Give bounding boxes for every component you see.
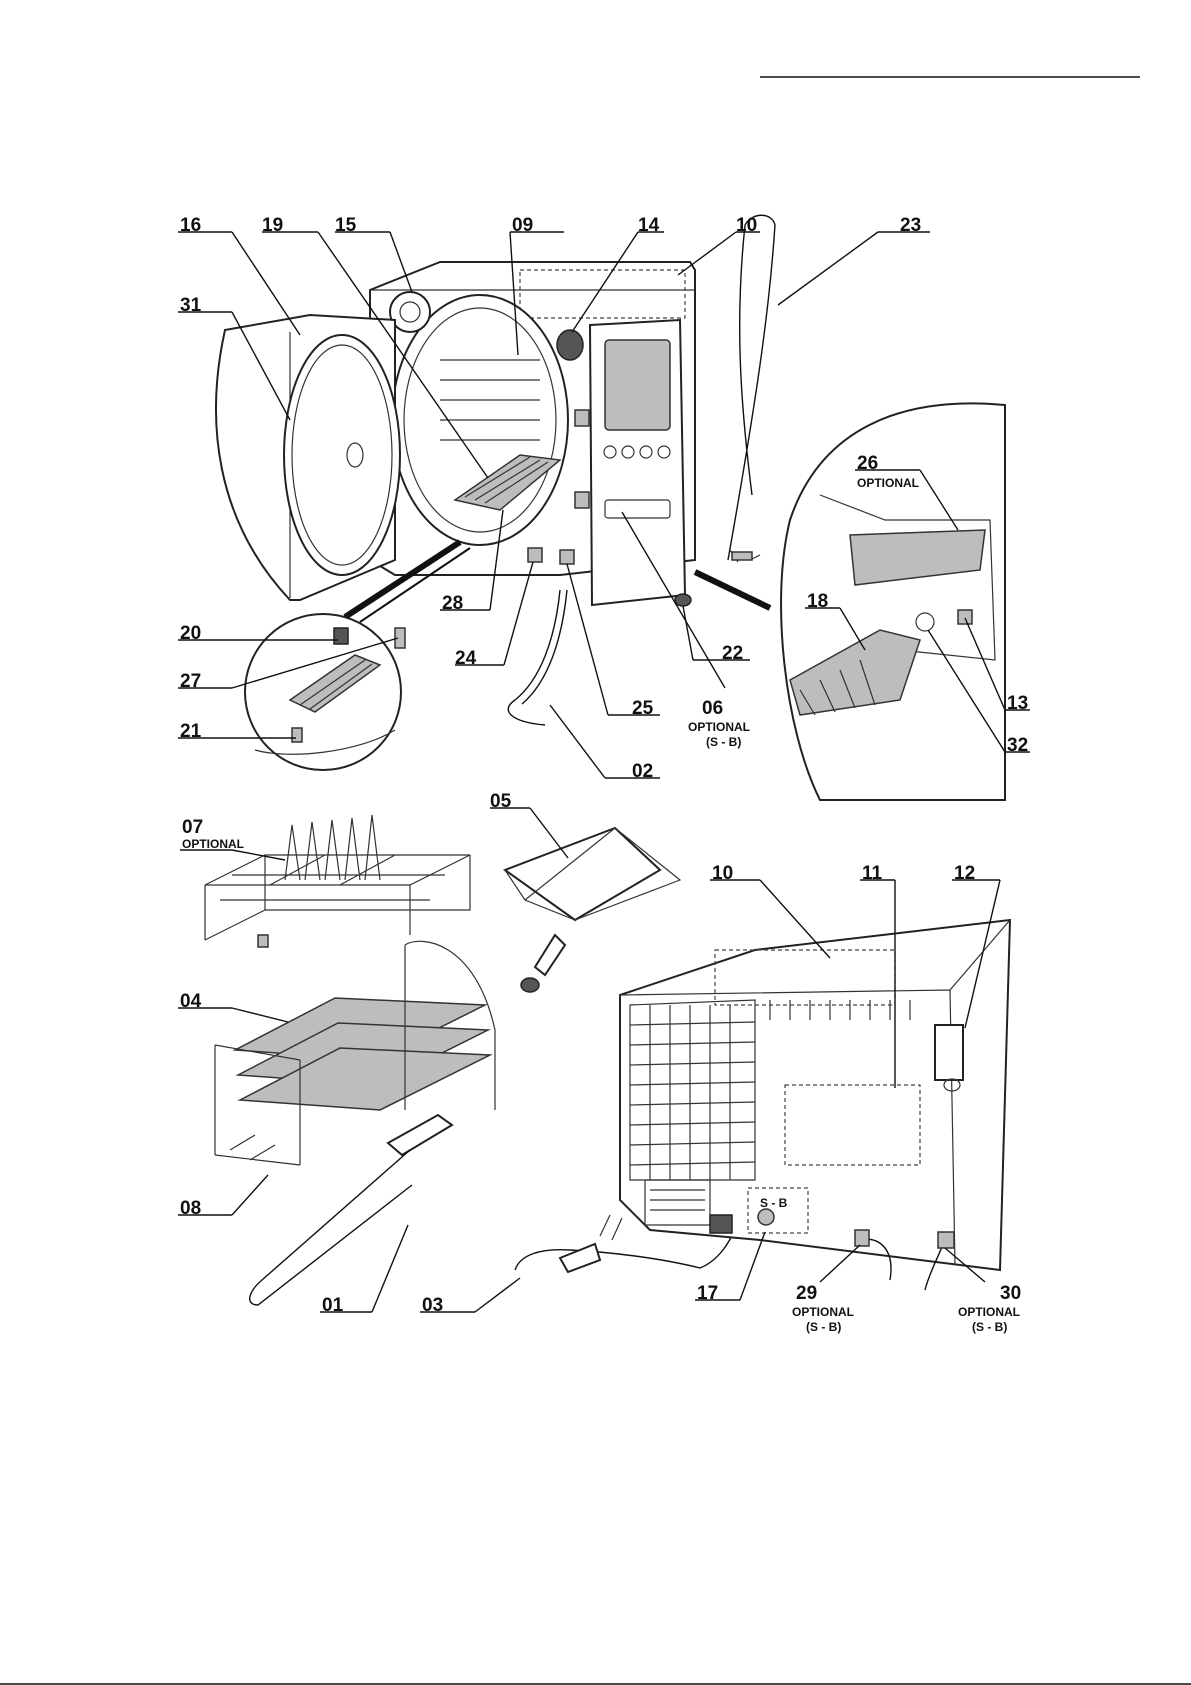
- label-14: 14: [638, 215, 660, 236]
- label-28: 28: [442, 593, 463, 614]
- label-17: 17: [697, 1283, 718, 1304]
- tray-holder-04-08: [215, 941, 495, 1165]
- label-27: 27: [180, 671, 201, 692]
- label-30-optional: OPTIONAL: [958, 1305, 1020, 1319]
- label-22: 22: [722, 643, 743, 664]
- label-12: 12: [954, 863, 975, 884]
- label-03: 03: [422, 1295, 443, 1316]
- label-30: 30: [1000, 1283, 1021, 1304]
- label-32: 32: [1007, 735, 1028, 756]
- label-15: 15: [335, 215, 357, 236]
- label-19: 19: [262, 215, 283, 236]
- label-05: 05: [490, 791, 512, 812]
- label-06-sb: (S - B): [706, 735, 741, 749]
- autoclave-rear-view: [620, 920, 1010, 1290]
- label-10-front: 10: [736, 215, 757, 236]
- label-29-sb: (S - B): [806, 1320, 841, 1334]
- label-04: 04: [180, 991, 202, 1012]
- label-23: 23: [900, 215, 921, 236]
- label-06-optional: OPTIONAL: [688, 720, 750, 734]
- label-21: 21: [180, 721, 202, 742]
- label-29-optional: OPTIONAL: [792, 1305, 854, 1319]
- label-07: 07: [182, 817, 203, 838]
- label-02: 02: [632, 761, 653, 782]
- label-16: 16: [180, 215, 201, 236]
- label-06: 06: [702, 698, 723, 719]
- label-07-optional: OPTIONAL: [182, 837, 244, 851]
- detail-magnifier-door-lock: [695, 403, 1005, 800]
- label-08: 08: [180, 1198, 201, 1219]
- label-09: 09: [512, 215, 533, 236]
- label-31: 31: [180, 295, 202, 316]
- label-10-rear: 10: [712, 863, 733, 884]
- label-25: 25: [632, 698, 654, 719]
- label-26-optional: OPTIONAL: [857, 476, 919, 490]
- rack-07: [205, 815, 470, 947]
- label-11: 11: [862, 863, 883, 884]
- water-funnel-05: [505, 828, 680, 992]
- tray-handle-01: [250, 1115, 452, 1305]
- label-24: 24: [455, 648, 477, 669]
- label-26: 26: [857, 453, 878, 474]
- label-18: 18: [807, 591, 828, 612]
- label-01: 01: [322, 1295, 344, 1316]
- label-13: 13: [1007, 693, 1028, 714]
- label-fuse-sb: S - B: [760, 1196, 788, 1210]
- label-29: 29: [796, 1283, 817, 1304]
- label-20: 20: [180, 623, 201, 644]
- label-30-sb: (S - B): [972, 1320, 1007, 1334]
